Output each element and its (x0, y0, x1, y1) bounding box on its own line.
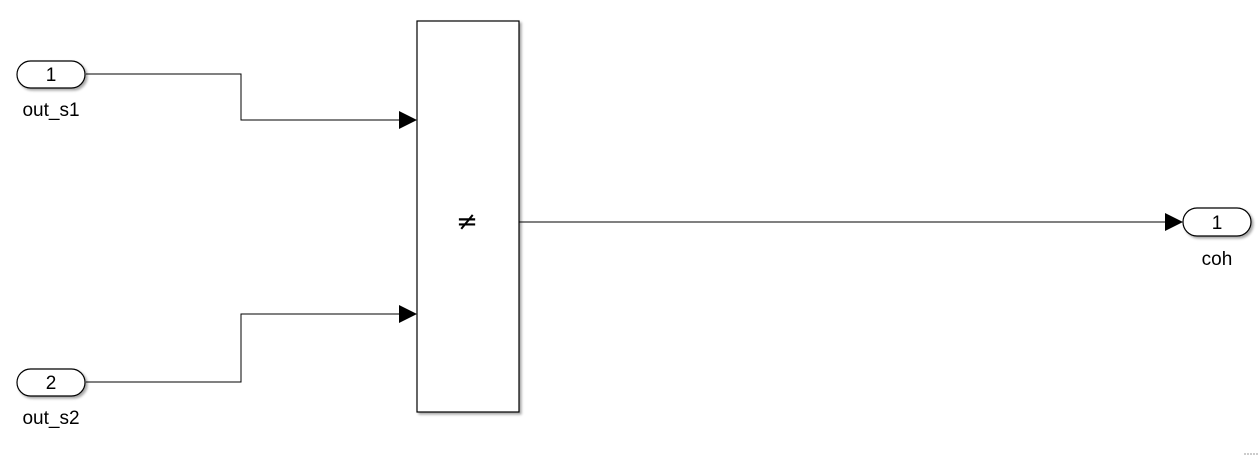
arrowhead-out (1165, 213, 1183, 231)
relational-operator-block[interactable]: ≠ (416, 20, 520, 413)
outport-1-number: 1 (1212, 213, 1223, 234)
inport-block-2[interactable]: 2 (16, 368, 86, 397)
operator-symbol: ≠ (456, 207, 478, 237)
outport-block-1[interactable]: 1 (1182, 207, 1252, 237)
signal-line-in1[interactable] (86, 73, 399, 121)
inport-1-label: out_s1 (22, 100, 79, 121)
inport-2-label: out_s2 (22, 408, 79, 429)
inport-1-number: 1 (46, 65, 57, 86)
signal-line-in2[interactable] (86, 313, 399, 383)
inport-block-1[interactable]: 1 (16, 60, 86, 89)
outport-1-label: coh (1202, 249, 1233, 270)
inport-2-number: 2 (46, 373, 57, 394)
arrowhead-in2 (399, 305, 417, 323)
arrowhead-in1 (399, 111, 417, 129)
